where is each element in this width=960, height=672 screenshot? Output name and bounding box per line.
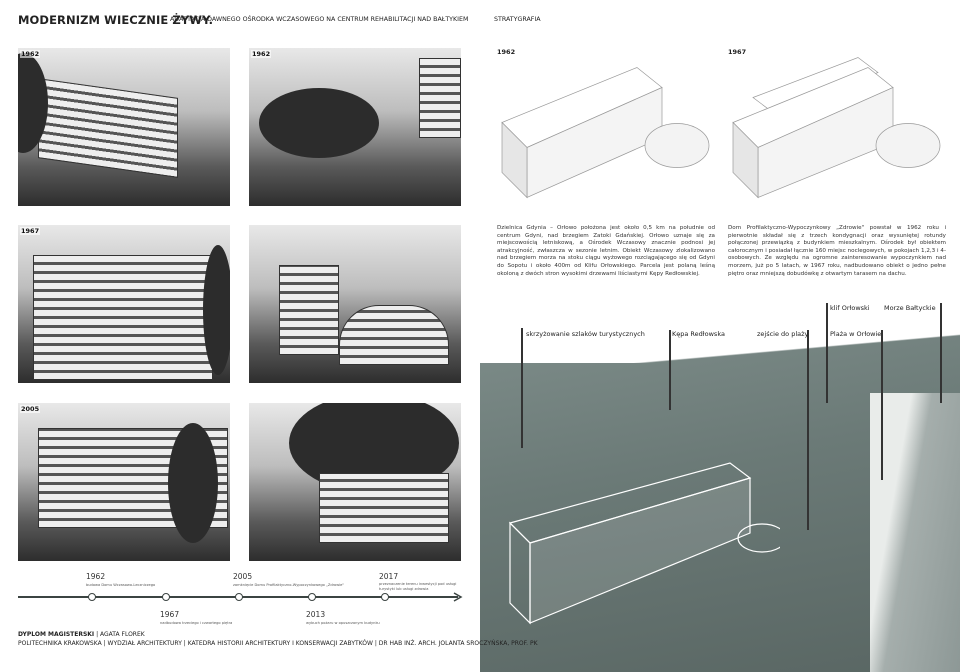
label-kepa-redlowska: Kępa Redłowska xyxy=(672,330,725,338)
timeline-marker xyxy=(88,593,96,601)
timeline-caption: przeznaczenie terenu inwestycji pod usłu… xyxy=(379,582,457,591)
label-trail-crossing: skrzyżowanie szlaków turystycznych xyxy=(526,330,645,338)
stratigraphy-year: 1962 xyxy=(497,48,516,56)
label-pointer xyxy=(826,303,828,403)
timeline-year: 1962 xyxy=(86,572,106,581)
label-pointer xyxy=(521,328,523,448)
historic-photo: 1962 xyxy=(249,48,461,206)
footer-institution: POLITECHNIKA KRAKOWSKA | WYDZIAŁ ARCHITE… xyxy=(18,640,538,647)
timeline-caption: nadbudowa trzeciego i czwartego piętra xyxy=(160,621,233,625)
timeline-year: 2005 xyxy=(233,572,253,581)
timeline-caption: wybuch pożaru w opuszczonym budynku xyxy=(306,621,380,625)
author-name: | AGATA FLOREK xyxy=(94,631,145,638)
historic-photo xyxy=(249,403,461,561)
label-pointer xyxy=(881,330,883,480)
historic-photo: 2005 xyxy=(18,403,230,561)
historic-photo: 1962 xyxy=(18,48,230,206)
photo-year: 1967 xyxy=(20,227,41,235)
timeline-marker xyxy=(308,593,316,601)
timeline-year: 2017 xyxy=(379,572,399,581)
label-pointer xyxy=(807,330,809,530)
timeline-marker xyxy=(162,593,170,601)
photo-year: 1962 xyxy=(251,50,272,58)
photo-year: 1962 xyxy=(20,50,41,58)
timeline-year: 2013 xyxy=(306,610,326,619)
aerial-photo xyxy=(480,333,960,672)
label-beach-access: zejście do plaży xyxy=(757,330,809,338)
building-outline xyxy=(508,462,780,625)
timeline-caption: budowa Domu Wczasowo-Leczniczego xyxy=(86,583,156,587)
timeline-caption: zamknięcie Domu Profilaktyczno-Wypoczynk… xyxy=(233,583,345,587)
label-pointer xyxy=(940,303,942,403)
label-baltic-sea: Morze Bałtyckie xyxy=(884,304,936,312)
location-description: Dzielnica Gdynia – Orłowo położona jest … xyxy=(497,225,715,277)
label-orlowo-beach: Plaża w Orłowie xyxy=(830,330,882,338)
photo-year: 2005 xyxy=(20,405,41,413)
label-orlowo-cliff: klif Orłowski xyxy=(830,304,870,312)
timeline-year: 1967 xyxy=(160,610,180,619)
section-title: STRATYGRAFIA xyxy=(494,16,541,23)
page-subtitle: ADAPTACJA DAWNEGO OŚRODKA WCZASOWEGO NA … xyxy=(170,16,469,23)
diploma-label: DYPLOM MAGISTERSKI xyxy=(18,631,95,638)
timeline-marker xyxy=(235,593,243,601)
history-description: Dom Profilaktyczno-Wypoczynkowy „Zdrowie… xyxy=(728,225,946,277)
stratigraphy-year: 1967 xyxy=(728,48,747,56)
page-title: MODERNIZM WIECZNIE ŻYWY. xyxy=(18,13,214,27)
timeline-marker xyxy=(381,593,389,601)
arrow-right-icon xyxy=(453,592,463,602)
label-pointer xyxy=(669,330,671,410)
footer-author: DYPLOM MAGISTERSKI | AGATA FLOREK xyxy=(18,631,145,638)
historic-photo: 1967 xyxy=(18,225,230,383)
historic-photo xyxy=(249,225,461,383)
axonometric-1967 xyxy=(732,57,941,199)
axonometric-1962 xyxy=(501,67,710,199)
